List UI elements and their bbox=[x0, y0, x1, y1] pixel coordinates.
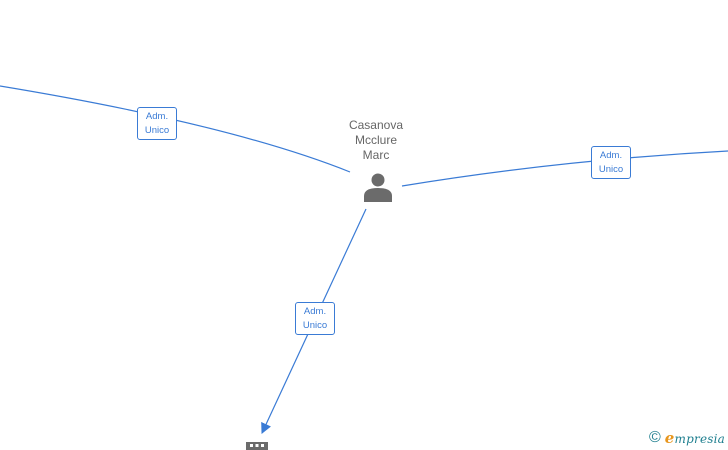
person-name-line: Mcclure bbox=[354, 133, 397, 147]
brand-watermark: © empresia bbox=[649, 429, 725, 447]
role-label-line2: Unico bbox=[144, 125, 170, 136]
copyright-icon: © bbox=[649, 429, 661, 446]
person-name[interactable]: Casanova Mcclure Marc bbox=[330, 118, 422, 163]
role-label-left: Adm. Unico bbox=[137, 107, 177, 140]
role-label-line2: Unico bbox=[302, 320, 328, 331]
role-label-line1: Adm. bbox=[145, 111, 169, 122]
role-label-bottom: Adm. Unico bbox=[295, 302, 335, 335]
edge-left-company bbox=[0, 85, 351, 173]
person-name-line: Marc bbox=[362, 148, 390, 162]
edge-right-company bbox=[401, 150, 728, 187]
brand-name: empresia bbox=[665, 429, 725, 447]
role-label-right: Adm. Unico bbox=[591, 146, 631, 179]
person-name-line: Casanova bbox=[348, 118, 404, 132]
building-icon[interactable] bbox=[245, 440, 269, 450]
brand-name-rest: mpresia bbox=[674, 432, 725, 446]
brand-initial: e bbox=[664, 429, 675, 447]
role-label-line1: Adm. bbox=[303, 306, 327, 317]
role-label-line2: Unico bbox=[598, 164, 624, 175]
role-label-line1: Adm. bbox=[599, 150, 623, 161]
person-icon[interactable] bbox=[362, 172, 394, 202]
